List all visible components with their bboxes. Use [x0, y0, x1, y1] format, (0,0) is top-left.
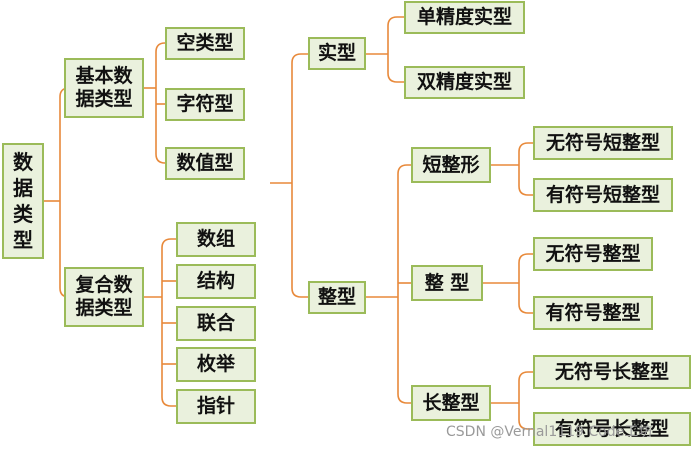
connector-short-branches: [491, 142, 533, 196]
node-unsigned-short: 无符号短整型: [533, 126, 673, 160]
node-single-precision: 单精度实型: [404, 1, 525, 34]
connector-line: [518, 253, 533, 264]
connector-root-branches: [44, 87, 70, 298]
node-enum: 枚举: [176, 347, 256, 382]
node-struct: 结构: [176, 264, 256, 299]
connector-line: [518, 185, 533, 196]
node-void: 空类型: [165, 27, 245, 60]
connector-line: [518, 371, 533, 382]
connector-long-branches: [491, 371, 533, 430]
node-pointer: 指针: [176, 389, 256, 424]
node-signed-int: 有符号整型: [533, 296, 653, 330]
connector-line: [155, 153, 166, 164]
node-integer: 整型: [308, 281, 366, 314]
node-composite-types: 复合数 据类型: [64, 267, 144, 327]
node-numeric: 数值型: [165, 147, 245, 180]
node-unsigned-int: 无符号整型: [533, 237, 653, 271]
connector-line: [518, 303, 533, 314]
node-real: 实型: [308, 37, 366, 70]
connector-line: [291, 53, 308, 64]
node-signed-short: 有符号短整型: [533, 178, 673, 212]
connector-line: [387, 16, 404, 27]
node-long: 长整型: [411, 385, 491, 421]
connector-int-branches: [483, 253, 533, 314]
connector-line: [161, 238, 176, 249]
connector-basic-branches: [144, 42, 166, 164]
watermark: CSDN @Vernal1119 Code工坊: [446, 424, 653, 440]
node-union: 联合: [176, 306, 256, 341]
connector-line: [518, 419, 533, 430]
connector-line: [155, 42, 166, 53]
connector-line: [387, 72, 404, 83]
connector-integer-branches: [366, 164, 411, 404]
connector-real-branches: [366, 16, 404, 83]
connector-line: [518, 142, 533, 153]
node-signed-long: 有符号长整型: [533, 412, 691, 446]
node-array: 数组: [176, 222, 256, 257]
node-data-types: 数 据 类 型: [2, 143, 44, 259]
connector-line: [397, 393, 411, 404]
connector-numeric-branches: [270, 53, 308, 298]
connector-composite-branches: [144, 238, 176, 407]
node-basic-types: 基本数 据类型: [64, 58, 144, 118]
connector-line: [161, 396, 176, 407]
node-short: 短整形: [411, 147, 491, 183]
node-int: 整 型: [411, 265, 483, 301]
node-double-precision: 双精度实型: [404, 66, 525, 99]
node-unsigned-long: 无符号长整型: [533, 355, 691, 389]
connector-line: [291, 287, 308, 298]
connector-line: [397, 164, 411, 175]
node-char: 字符型: [165, 88, 245, 121]
